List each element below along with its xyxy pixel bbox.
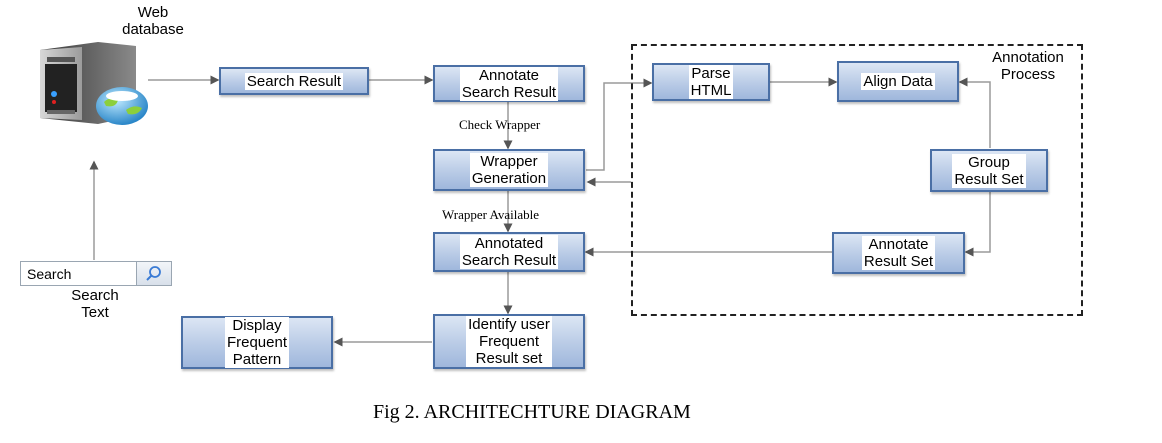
- figure-caption: Fig 2. ARCHITECHTURE DIAGRAM: [373, 401, 691, 423]
- node-label: Annotate Result Set: [861, 236, 936, 270]
- node-label: Parse HTML: [688, 65, 734, 99]
- node-label: Identify user Frequent Result set: [466, 316, 552, 367]
- edge-label-wrapper-available: Wrapper Available: [442, 207, 540, 222]
- magnifier-icon: [146, 265, 161, 281]
- node-label: Display Frequent Pattern: [224, 317, 290, 368]
- node-annotate-search-result[interactable]: Annotate Search Result: [433, 65, 585, 102]
- node-align-data[interactable]: Align Data: [837, 61, 959, 102]
- node-display-frequent-pattern[interactable]: Display Frequent Pattern: [181, 316, 333, 369]
- node-label: Annotated Search Result: [459, 235, 559, 269]
- node-group-result-set[interactable]: Group Result Set: [930, 149, 1048, 192]
- node-annotated-search-result[interactable]: Annotated Search Result: [433, 232, 585, 272]
- search-button[interactable]: [136, 262, 171, 285]
- edge-group-to-annotate-set: [964, 192, 991, 257]
- node-search-result[interactable]: Search Result: [219, 67, 369, 95]
- search-widget: [20, 261, 172, 286]
- node-label: Wrapper Generation: [469, 153, 549, 187]
- node-wrapper-generation[interactable]: Wrapper Generation: [433, 149, 585, 191]
- annotation-process-label: Annotation Process: [992, 49, 1064, 83]
- annotation-process-group: [631, 44, 1083, 316]
- edge-group-to-align: [958, 77, 991, 148]
- node-label: Annotate Search Result: [459, 66, 559, 101]
- web-database-label: Web database: [122, 4, 184, 38]
- node-label: Align Data: [861, 73, 935, 90]
- node-label: Group Result Set: [952, 153, 1026, 188]
- node-label: Search Result: [244, 72, 344, 90]
- web-database-server-icon: [38, 38, 150, 126]
- node-parse-html[interactable]: Parse HTML: [652, 63, 770, 101]
- search-input[interactable]: [21, 262, 136, 285]
- edge-wrapper-to-parse: [586, 78, 653, 171]
- node-annotate-result-set[interactable]: Annotate Result Set: [832, 232, 965, 274]
- search-text-label: Search Text: [71, 287, 119, 321]
- node-identify-user-frequent-result-set[interactable]: Identify user Frequent Result set: [433, 314, 585, 369]
- edge-label-check-wrapper: Check Wrapper: [459, 117, 541, 132]
